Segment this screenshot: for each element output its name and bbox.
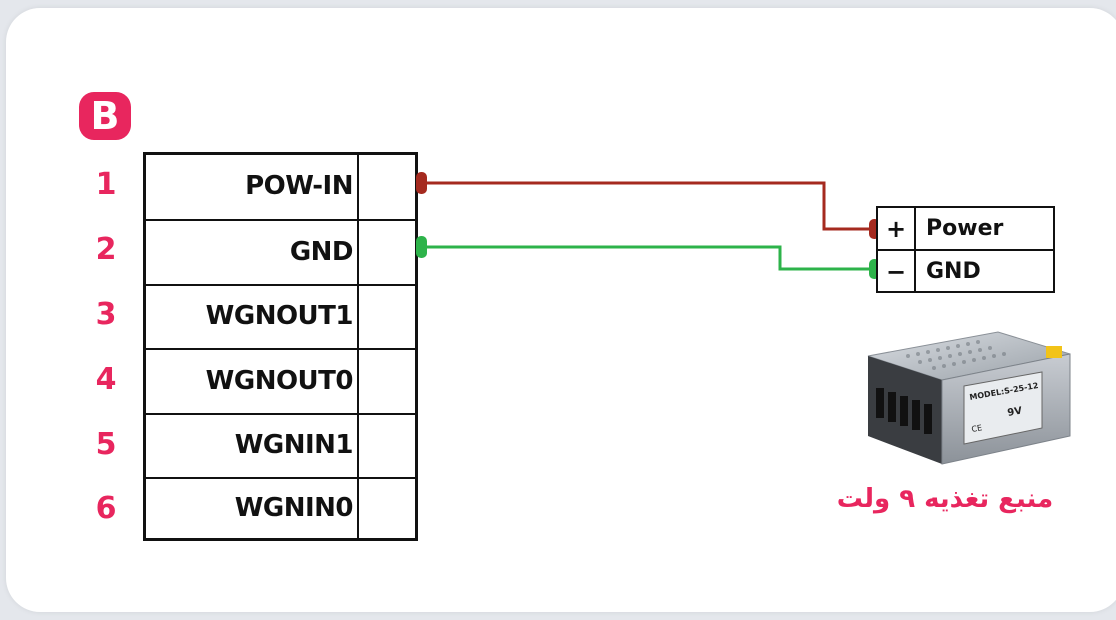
pin-number-2: 2 [95, 232, 117, 267]
terminal-label-power: Power [926, 216, 1004, 241]
pin-number-5: 5 [95, 427, 117, 462]
ground-wire [424, 245, 872, 271]
pin-row-3: WGNOUT1 [146, 286, 415, 350]
pin-row-5: WGNIN1 [146, 415, 415, 479]
psu-nameplate [963, 371, 1043, 445]
pin-row-4: WGNOUT0 [146, 350, 415, 415]
ground-wire-plug-left [416, 236, 427, 258]
pin-table-divider [357, 155, 359, 538]
pin-label-wgnin1: WGNIN1 [234, 430, 354, 460]
power-wire [424, 181, 872, 231]
terminal-table-divider [914, 208, 916, 291]
psu-yellow-terminal [1046, 346, 1062, 358]
psu-voltage-text: 9V [1007, 406, 1024, 419]
pin-label-wgnout0: WGNOUT0 [205, 366, 354, 396]
pin-number-6: 6 [95, 491, 117, 526]
pin-number-3: 3 [95, 297, 117, 332]
psu-terminal-block [876, 388, 932, 434]
connector-pin-table: POW-IN GND WGNOUT1 WGNOUT0 WGNIN1 WGNIN0 [143, 152, 418, 541]
terminal-row-power: + Power [878, 208, 1053, 251]
pin-row-1: POW-IN [146, 155, 415, 221]
power-supply-caption: منبع تغذیه ۹ ولت [836, 484, 1054, 514]
pin-label-wgnin0: WGNIN0 [234, 493, 354, 523]
pin-label-pow-in: POW-IN [245, 171, 353, 201]
terminal-label-gnd: GND [926, 259, 981, 284]
section-badge: B [79, 92, 131, 140]
power-supply-image: MODEL:S-25-12 9V CE [867, 331, 1071, 465]
pin-number-4: 4 [95, 362, 117, 397]
psu-ce-mark: CE [971, 423, 983, 434]
minus-sign: − [885, 257, 907, 286]
plus-sign: + [885, 214, 907, 243]
pin-label-wgnout1: WGNOUT1 [205, 301, 354, 331]
power-wire-plug-left [416, 172, 427, 194]
pin-row-2: GND [146, 221, 415, 286]
terminal-row-gnd: − GND [878, 251, 1053, 292]
power-supply-terminal-table: + Power − GND [876, 206, 1055, 293]
psu-vent-holes [906, 340, 1006, 370]
pin-label-gnd: GND [289, 237, 354, 267]
pin-number-1: 1 [95, 167, 117, 202]
pin-row-6: WGNIN0 [146, 479, 415, 538]
